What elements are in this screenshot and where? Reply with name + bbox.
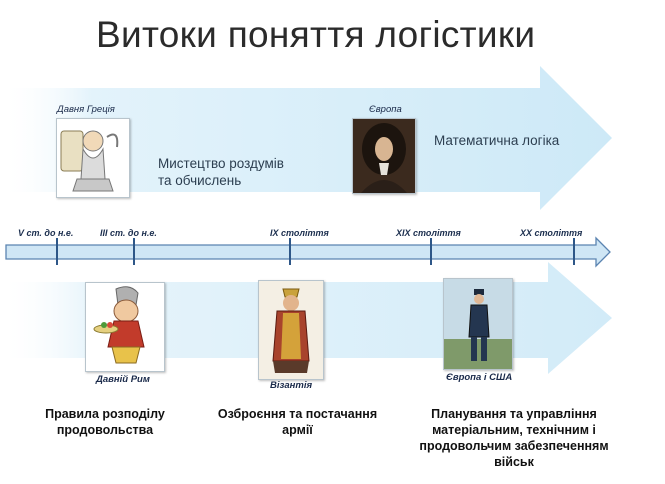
caption-ancient-greece: Давня Греція xyxy=(57,104,115,115)
upper-arrow-band xyxy=(0,66,612,210)
caption-ancient-rome: Давній Рим xyxy=(96,374,150,385)
timeline-label: XX століття xyxy=(520,228,583,238)
caption-europe-usa: Європа і США xyxy=(446,372,513,383)
europe-portrait-image xyxy=(352,118,416,194)
ancient-rome-image xyxy=(85,282,165,372)
timeline-label: IX століття xyxy=(270,228,329,238)
description-byzantium: Озброєння та постачання армії xyxy=(217,407,378,437)
ancient-greece-image xyxy=(56,118,130,198)
caption-europe: Європа xyxy=(369,104,402,115)
europe-usa-image xyxy=(443,278,513,370)
caption-byzantium: Візантія xyxy=(270,380,313,391)
description-rome: Правила розподілу продовольства xyxy=(45,407,165,437)
timeline-label: V ст. до н.е. xyxy=(18,228,74,238)
page-title: Витоки поняття логістики xyxy=(96,14,536,55)
phrase-math-logic: Математична логіка xyxy=(434,133,560,148)
timeline-label: III ст. до н.е. xyxy=(100,228,157,238)
byzantium-image xyxy=(258,280,324,380)
timeline-ticks xyxy=(56,238,575,265)
description-europe-usa: Планування та управління матеріальним, т… xyxy=(419,407,609,469)
timeline-label: XIX століття xyxy=(396,228,461,238)
phrase-art-of-reasoning: Мистецтво роздумів та обчислень xyxy=(158,156,284,188)
timeline-arrow xyxy=(5,236,611,268)
